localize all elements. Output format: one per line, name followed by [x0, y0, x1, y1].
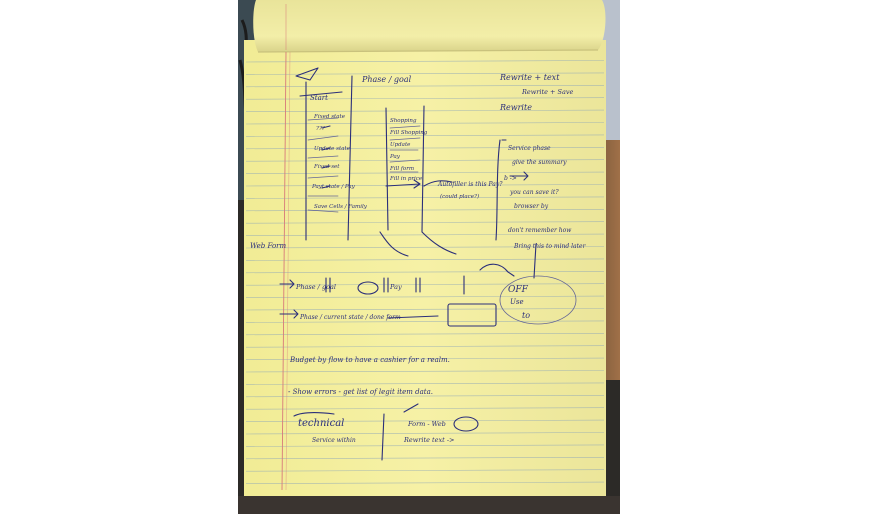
note-autofiller-sub: (could place?) — [440, 193, 479, 200]
note-header: Phase / goal — [361, 75, 412, 84]
table-edge — [238, 496, 620, 514]
svg-text:b ->: b -> — [504, 175, 517, 182]
svg-text:Fill Shopping: Fill Shopping — [389, 130, 428, 136]
note-service-within: Service within — [312, 437, 356, 444]
svg-text:you can save it?: you can save it? — [509, 189, 559, 196]
ruled-line — [245, 60, 605, 63]
ruled-line — [245, 258, 605, 261]
circled-word — [453, 416, 479, 432]
pad-fold — [253, 0, 606, 52]
left-column-labels: Fixed state ??? Update state Fixed set P… — [311, 114, 368, 210]
ruled-line — [245, 394, 605, 398]
svg-text:???: ??? — [316, 126, 325, 132]
note-top-right-1: Rewrite + text — [499, 73, 560, 82]
ruled-line — [245, 481, 605, 484]
bottom-divider — [381, 413, 385, 461]
ruled-line — [245, 419, 605, 422]
note-current-state: Phase / current state / done form — [299, 314, 401, 321]
ruled-line — [245, 283, 605, 286]
svg-text:Payt state / Pay: Payt state / Pay — [311, 184, 356, 190]
svg-text:don't remember how: don't remember how — [508, 227, 572, 234]
note-long-2: - Show errors - get list of legit item d… — [288, 388, 433, 396]
svg-text:Fixed state: Fixed state — [313, 114, 346, 120]
svg-text:Update: Update — [390, 142, 411, 148]
svg-text:give the summary: give the summary — [512, 159, 567, 166]
ruled-line — [245, 382, 605, 385]
legal-pad — [244, 40, 606, 502]
note-pay: Pay — [389, 283, 402, 291]
ruled-line — [245, 345, 605, 348]
svg-text:Bring this to mind later: Bring this to mind later — [513, 243, 587, 250]
note-autofiller: Autofiller is this Pay? — [437, 181, 503, 188]
note-long-1: Budget by flow to have a cashier for a r… — [289, 356, 450, 364]
note-form-web: Form - Web — [407, 420, 446, 428]
svg-text:Shopping: Shopping — [390, 118, 417, 124]
svg-text:Update state: Update state — [314, 146, 351, 152]
note-start: Start — [310, 94, 328, 102]
ruled-line — [245, 72, 605, 75]
ruled-line — [245, 444, 605, 447]
middle-column-labels: Shopping Fill Shopping Update Pay Fill f… — [389, 118, 428, 182]
right-list-labels: Service phase give the summary b -> you … — [504, 145, 587, 250]
svg-text:Fill form: Fill form — [389, 166, 414, 172]
margin-line — [281, 51, 287, 491]
ruled-line — [245, 320, 605, 323]
note-top-right-3: Rewrite — [499, 103, 532, 112]
note-top-right-2: Rewrite + Save — [521, 88, 574, 96]
ruled-line — [245, 246, 605, 249]
process-row — [279, 243, 577, 327]
svg-text:Fixed set: Fixed set — [313, 164, 340, 170]
note-phase-goal: Phase / goal — [295, 283, 336, 291]
note-technical: technical — [298, 418, 344, 429]
ruled-line — [245, 407, 605, 410]
note-use: Use — [510, 298, 524, 306]
left-flow-column — [295, 67, 353, 241]
svg-text:Save Cells / Family: Save Cells / Family — [314, 204, 368, 210]
note-off: OFF — [508, 285, 529, 295]
middle-flow-column — [379, 105, 457, 257]
svg-text:browser by: browser by — [514, 203, 549, 210]
ruled-line — [245, 270, 605, 274]
right-list-bracket — [495, 139, 529, 241]
note-rewrite-text: Rewrite text -> — [403, 436, 454, 444]
ruled-line — [245, 469, 605, 472]
legal-pad-illustration: Phase / goal Rewrite + text Rewrite + Sa… — [238, 0, 620, 514]
svg-text:Pay: Pay — [389, 154, 401, 160]
svg-text:Service phase: Service phase — [508, 145, 551, 152]
svg-text:Fill in price: Fill in price — [389, 176, 423, 182]
note-to: to — [522, 311, 530, 320]
legal-pad-photo: Phase / goal Rewrite + text Rewrite + Sa… — [238, 0, 620, 514]
ruled-line — [245, 456, 605, 460]
note-web-form: Web Form — [250, 242, 287, 250]
ruled-line — [245, 432, 605, 435]
ruled-line — [245, 332, 605, 336]
ruled-line — [245, 308, 605, 311]
ruled-line — [245, 295, 605, 298]
ruled-line — [245, 357, 605, 360]
ruled-line — [245, 370, 605, 373]
